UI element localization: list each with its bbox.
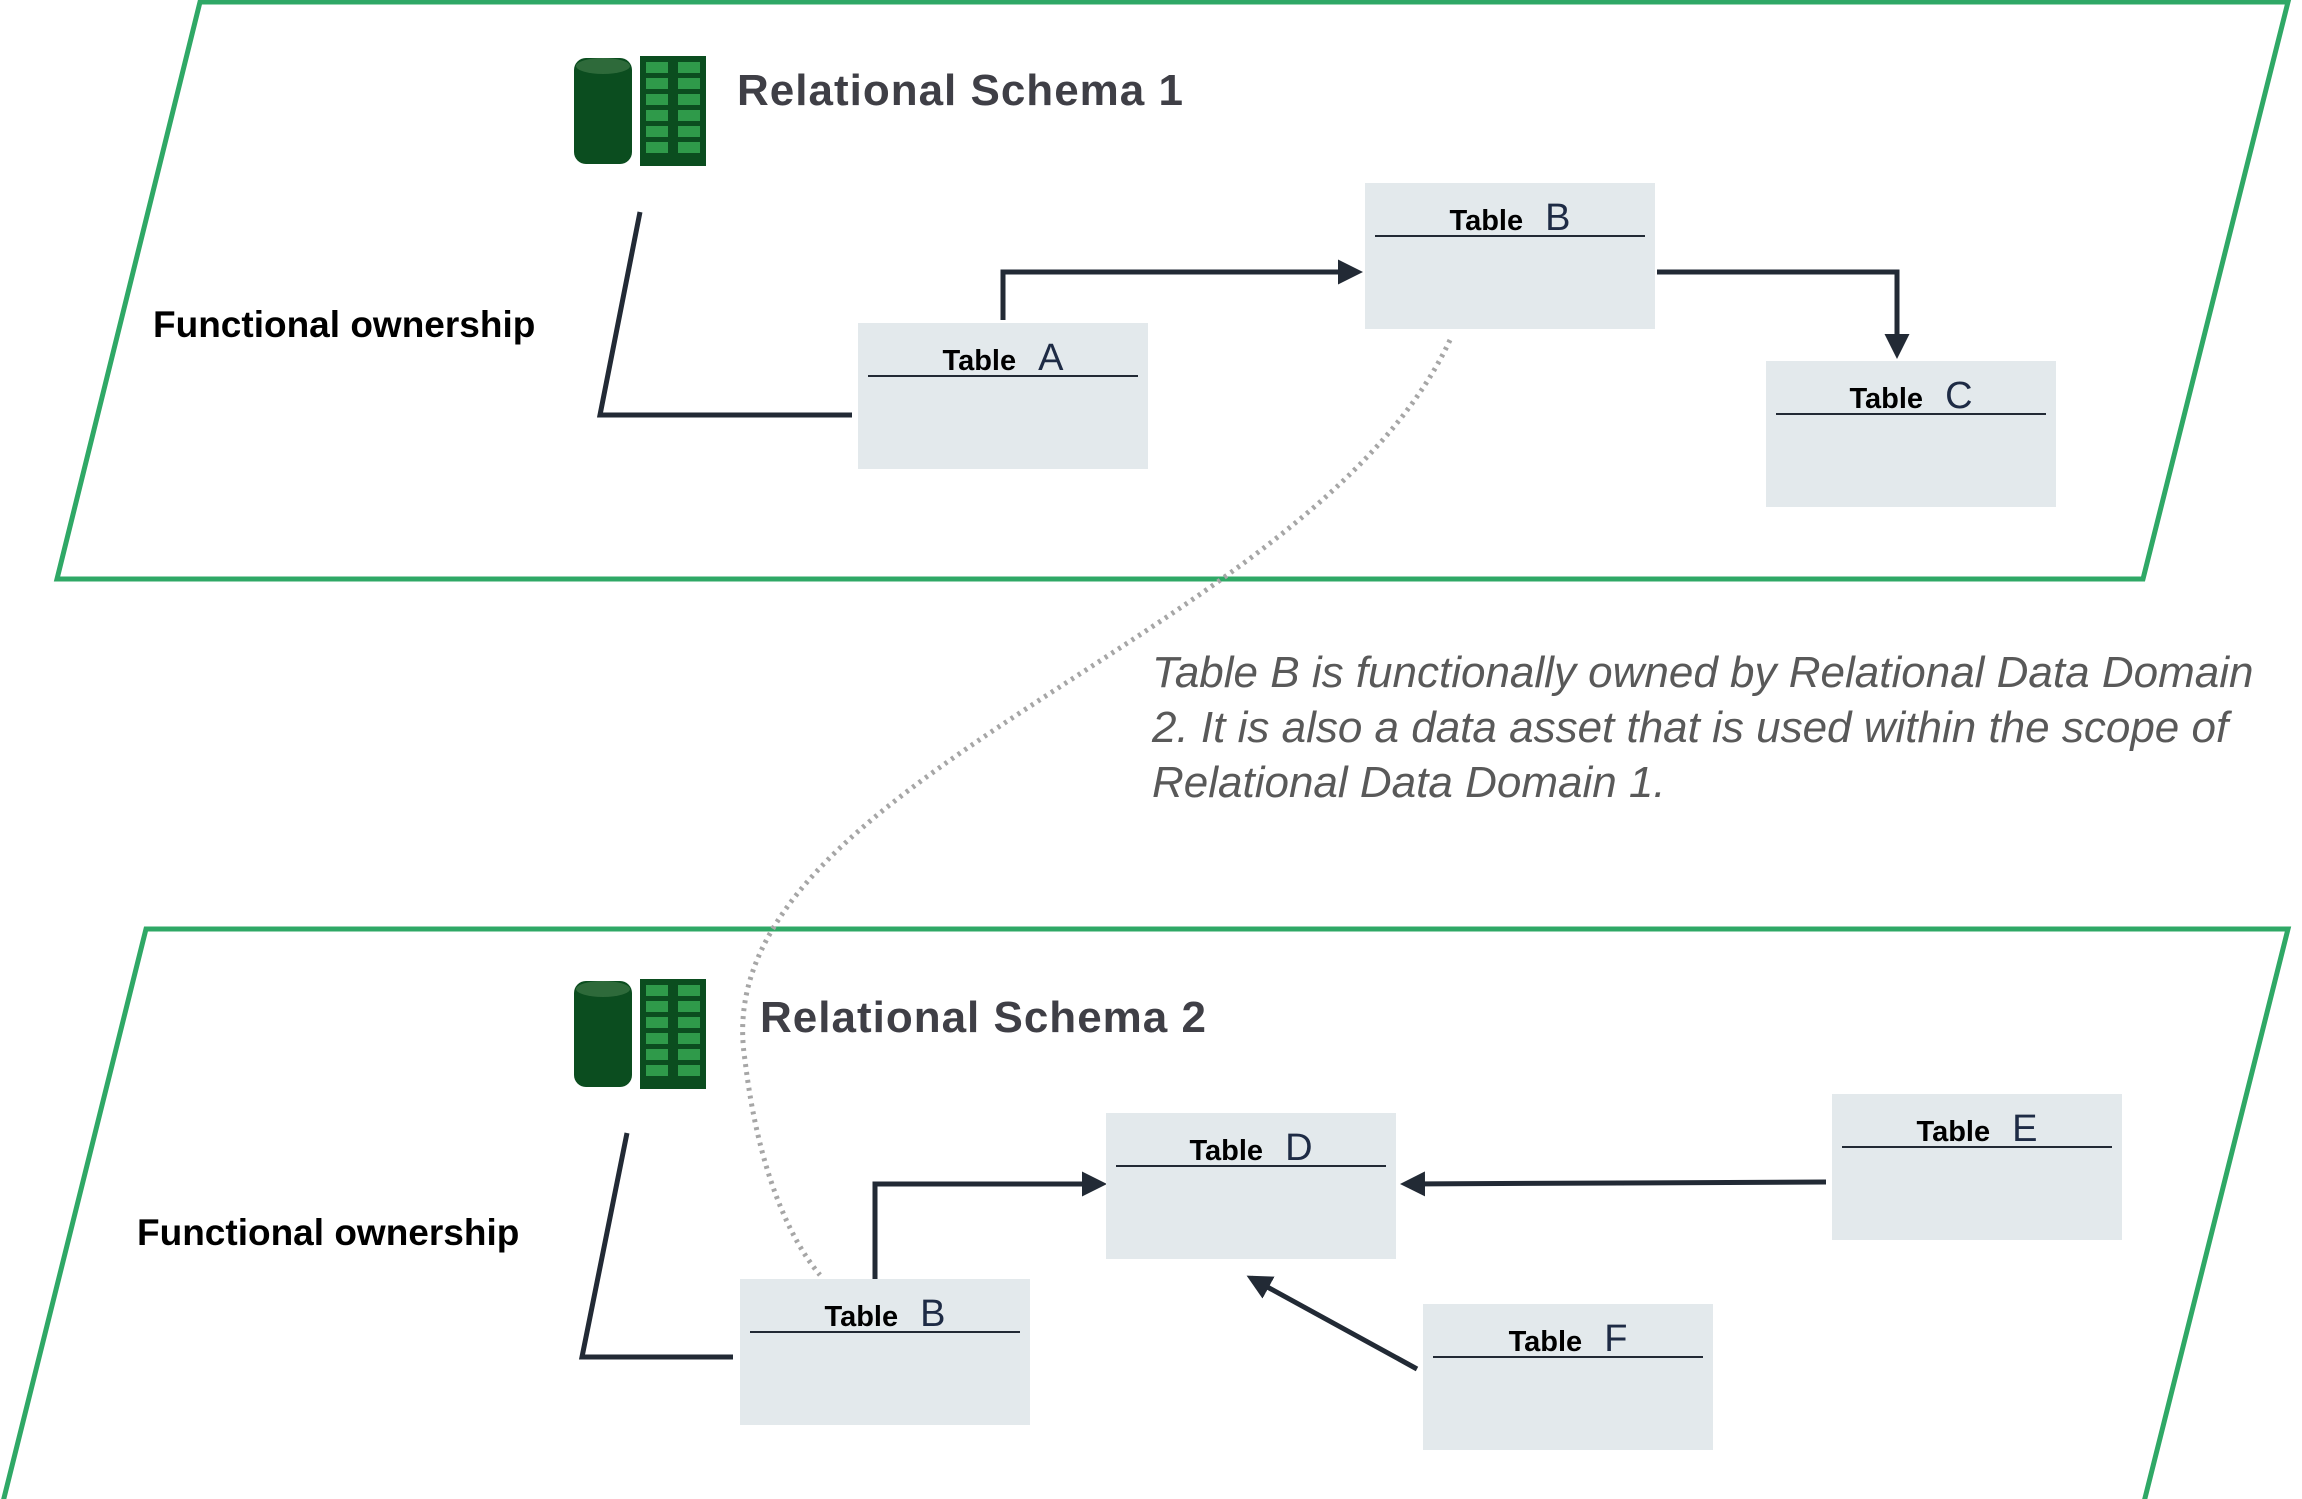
schema2-ownership-label: Functional ownership xyxy=(137,1212,520,1253)
ownership-connector-1 xyxy=(596,211,852,418)
table-letter: B xyxy=(1545,197,1571,239)
table-e[interactable]: Table E xyxy=(1832,1094,2122,1240)
table-header: Table A xyxy=(868,337,1138,379)
table-d[interactable]: Table D xyxy=(1106,1113,1396,1259)
table-c[interactable]: Table C xyxy=(1766,361,2056,507)
schema1-title: Relational Schema 1 xyxy=(737,66,1184,115)
table-word: Table xyxy=(1508,1326,1583,1358)
table-b-shared[interactable]: Table B xyxy=(740,1279,1030,1425)
table-word: Table xyxy=(942,345,1017,377)
database-table-icon xyxy=(574,979,706,1089)
shared-asset-dotted-link xyxy=(740,338,1453,1277)
table-word: Table xyxy=(1449,205,1524,237)
table-word: Table xyxy=(1189,1135,1264,1167)
table-a[interactable]: Table A xyxy=(858,323,1148,469)
table-header: Table F xyxy=(1433,1318,1703,1360)
schema2-frame xyxy=(1,926,2292,1499)
shared-asset-note: Table B is functionally owned by Relatio… xyxy=(1152,648,2254,807)
ownership-connector-2 xyxy=(578,1132,733,1360)
table-word: Table xyxy=(1849,383,1924,415)
arrow-a-to-b xyxy=(1000,259,1363,320)
schema1-frame xyxy=(53,0,2292,582)
table-f[interactable]: Table F xyxy=(1423,1304,1713,1450)
schema1-ownership-label: Functional ownership xyxy=(153,304,536,345)
table-word: Table xyxy=(824,1301,899,1333)
arrow-e-to-d xyxy=(1400,1171,1827,1197)
table-header: Table E xyxy=(1842,1108,2112,1150)
schema2-title: Relational Schema 2 xyxy=(760,993,1207,1042)
table-letter: E xyxy=(2012,1108,2038,1150)
arrow-b-to-c xyxy=(1657,269,1910,359)
table-letter: B xyxy=(920,1293,946,1335)
arrow-f-to-d xyxy=(1246,1275,1419,1372)
table-letter: D xyxy=(1285,1127,1313,1169)
table-word: Table xyxy=(1916,1116,1991,1148)
table-b[interactable]: Table B xyxy=(1365,183,1655,329)
table-header: Table D xyxy=(1116,1127,1386,1169)
table-header: Table B xyxy=(750,1293,1020,1335)
database-table-icon xyxy=(574,56,706,166)
table-letter: C xyxy=(1945,375,1973,417)
table-letter: F xyxy=(1604,1318,1628,1360)
table-letter: A xyxy=(1038,337,1064,379)
table-header: Table B xyxy=(1375,197,1645,239)
arrow-b-to-d xyxy=(872,1171,1107,1282)
table-header: Table C xyxy=(1776,375,2046,417)
